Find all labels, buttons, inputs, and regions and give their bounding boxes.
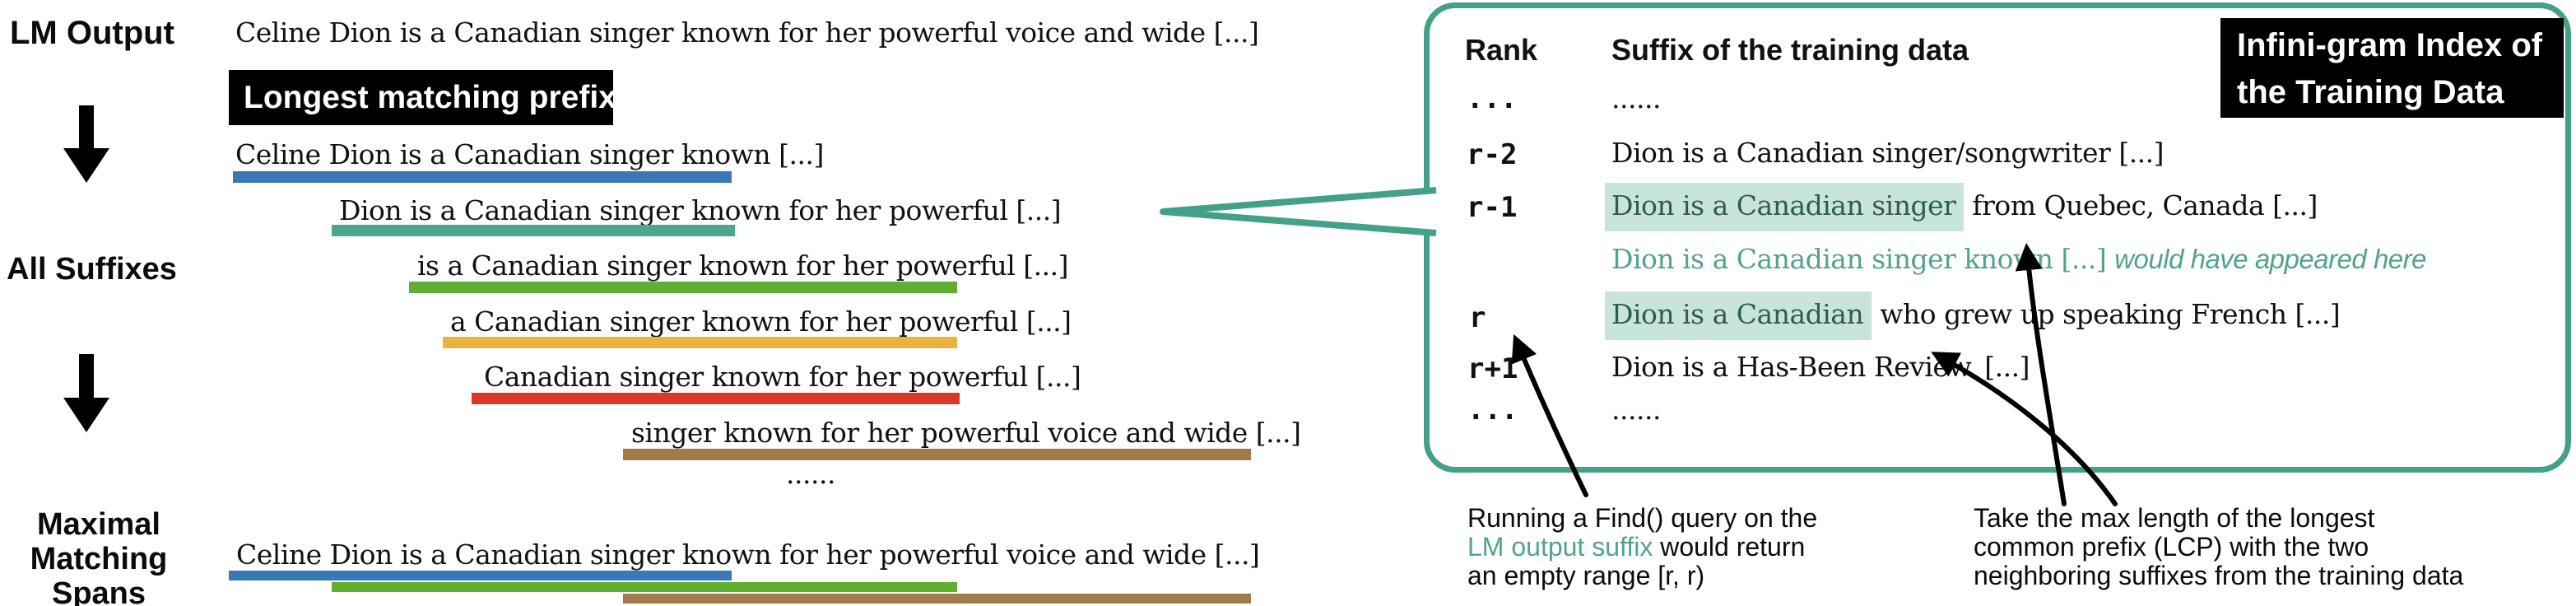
suffix-cell: ...... [1611,394,1661,426]
match-underline-blue [233,171,732,183]
rank-column-header: Rank [1465,33,1538,67]
find-query-line2-rest: would return [1653,532,1806,562]
suffix-cell: ...... [1611,82,1661,114]
find-query-line1: Running a Find() query on the [1467,503,1818,533]
match-underline-red [472,393,960,404]
lcp-line2: common prefix (LCP) with the two [1974,532,2369,562]
all-suffixes-label: All Suffixes [7,252,177,287]
ghost-suffix-note: would have appeared here [2114,244,2426,274]
lcp-line1: Take the max length of the longest [1974,503,2375,533]
maximal-label-line3: Spans [51,576,146,606]
find-query-annotation: Running a Find() query on the LM output … [1467,504,1817,590]
suffix-ellipsis: ...... [786,458,835,490]
maximal-label-line1: Maximal [37,507,160,542]
infini-gram-title-line2: the Training Data [2237,74,2504,110]
match-underline-green [409,282,957,293]
suffix-line-3: is a Canadian singer known for her power… [417,249,1069,282]
suffix-cell: Dion is a Has-Been Review. [...] [1611,351,2030,383]
maximal-span-green [332,582,957,592]
find-query-line2: LM output suffix would return [1467,533,1817,562]
suffix-rest: who grew up speaking French [...] [1872,298,2341,330]
flow-arrow-down-1 [63,105,109,183]
maximal-label-line2: Matching [30,542,168,576]
match-underline-brown [623,449,1251,460]
infini-gram-title-badge: Infini-gram Index of the Training Data [2220,18,2564,118]
longest-matching-prefix-badge: Longest matching prefix [229,70,616,125]
rank-cell: r+1 [1467,352,1518,385]
flow-arrow-down-2 [63,354,109,432]
suffix-cell: Dion is a Canadian singer from Quebec, C… [1605,183,2318,231]
lm-output-label: LM Output [10,15,174,51]
lcp-line3: neighboring suffixes from the training d… [1974,561,2464,590]
suffix-line-1: Celine Dion is a Canadian singer known [… [235,138,824,170]
ghost-suffix-row: Dion is a Canadian singer known [...] wo… [1611,243,2426,275]
lm-output-sentence: Celine Dion is a Canadian singer known f… [235,16,1259,49]
match-underline-teal [332,225,735,236]
suffix-line-4: a Canadian singer known for her powerful… [450,305,1072,338]
rank-cell: r [1469,301,1486,334]
suffix-line-6: singer known for her powerful voice and … [631,417,1301,449]
rank-cell: ... [1467,394,1518,427]
rank-cell: r-2 [1467,138,1518,171]
lm-output-suffix-highlight: LM output suffix [1467,532,1653,562]
infini-gram-title-line1: Infini-gram Index of [2237,27,2543,63]
maximal-span-blue [229,571,732,580]
callout-wedge [1160,187,1437,236]
find-query-line3: an empty range [r, r) [1467,561,1705,590]
rank-cell: ... [1467,82,1518,115]
suffix-cell: Dion is a Canadian who grew up speaking … [1605,291,2341,340]
match-underline-yellow [443,337,957,348]
suffix-line-2: Dion is a Canadian singer known for her … [339,194,1062,226]
rank-cell: r-1 [1467,191,1518,224]
maximal-span-brown [623,594,1251,604]
suffix-cell: Dion is a Canadian singer/songwriter [..… [1611,137,2164,169]
maximal-spans-sentence: Celine Dion is a Canadian singer known f… [236,538,1260,571]
suffix-line-5: Canadian singer known for her powerful [… [484,361,1081,393]
ghost-suffix-text: Dion is a Canadian singer known [...] [1611,243,2115,275]
maximal-matching-spans-label: Maximal Matching Spans [0,507,198,606]
lcp-highlight-span: Dion is a Canadian [1605,291,1872,340]
lcp-highlight-span: Dion is a Canadian singer [1605,183,1965,231]
suffix-column-header: Suffix of the training data [1611,33,1969,67]
suffix-rest: from Quebec, Canada [...] [1964,189,2318,221]
lcp-annotation: Take the max length of the longest commo… [1974,504,2463,590]
